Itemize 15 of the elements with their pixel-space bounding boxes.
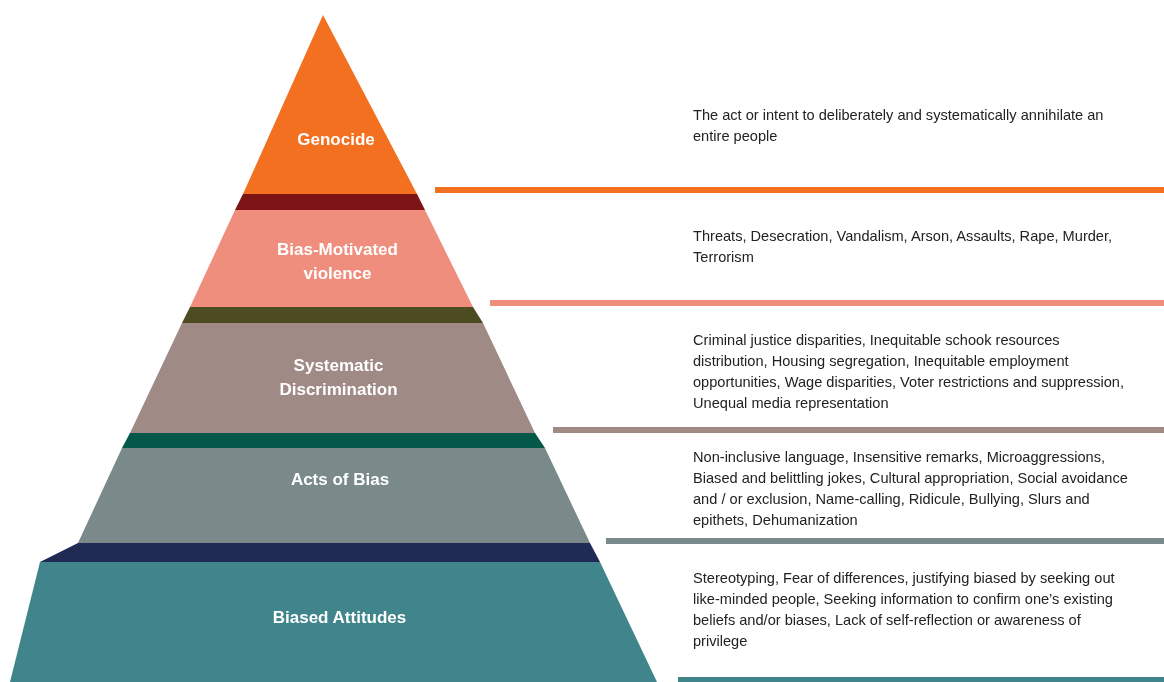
description-text: Criminal justice disparities, Inequitable schook resources distribution, Housing segregation, Inequitable employment opportunities, Wage disparities, Voter restrictions and suppression, Unequal media representation: [693, 331, 1125, 413]
level-label: Systematic Discrimination: [279, 356, 398, 399]
level-label: Genocide: [297, 130, 375, 149]
pyramid-level: [78, 448, 590, 543]
level-label: Biased Attitudes: [272, 608, 407, 627]
description-text: Stereotyping, Fear of differences, justifying biased by seeking out like-minded people, Seeking information to confirm one’s existing beliefs and/or biases, Lack of self-reflection or awareness of privilege: [693, 569, 1116, 651]
pyramid-level: [10, 562, 657, 682]
description-text: Threats, Desecration, Vandalism, Arson, Assaults, Rape, Murder, Terrorism: [693, 227, 1114, 267]
level-label: Bias-Motivated violence: [277, 240, 398, 283]
pyramid-level: [130, 323, 535, 433]
pyramid-triangle: [243, 15, 417, 194]
level-label: Acts of Bias: [290, 470, 390, 489]
pyramid-level: [190, 210, 473, 307]
description-text: Non-inclusive language, Insensitive remarks, Microaggressions, Biased and belittling jokes, Cultural appropriation, Social avoidance and / or exclusion, Name-calling, Ridicule, Bullying, Slurs and epithets, Dehumanization: [693, 448, 1129, 530]
description-text: The act or intent to deliberately and systematically annihilate an entire people: [693, 106, 1105, 146]
